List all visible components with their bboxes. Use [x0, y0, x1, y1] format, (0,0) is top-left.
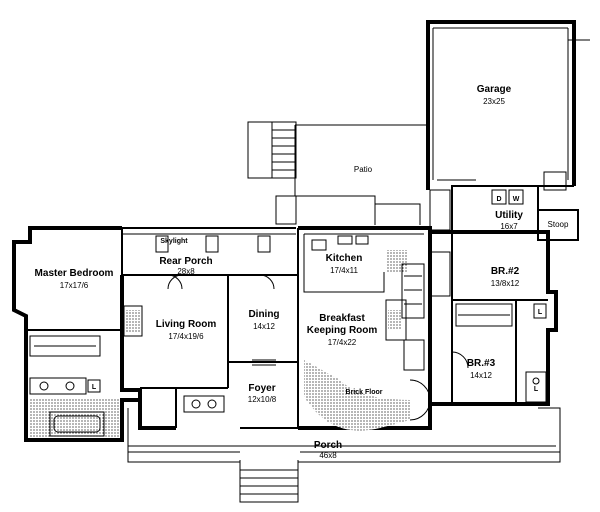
breakfast-dims: 17/4x22	[328, 338, 357, 347]
kitchen-dims: 17/4x11	[330, 266, 358, 275]
porch-dims: 46x8	[319, 451, 337, 460]
utility-label: Utility	[495, 210, 523, 221]
br2-dims: 13/8x12	[491, 279, 520, 288]
breakfast-label-2: Keeping Room	[307, 325, 378, 336]
garage-dims: 23x25	[483, 97, 505, 106]
washer-label: W	[513, 196, 520, 203]
rear-porch-label: Rear Porch	[159, 256, 212, 267]
garage-area	[426, 20, 590, 190]
patio-stairs	[271, 122, 296, 178]
br2-label: BR.#2	[491, 266, 520, 277]
master-bedroom-label: Master Bedroom	[35, 268, 114, 279]
main-living-block	[120, 274, 298, 428]
linen-label-br3: L	[534, 386, 539, 393]
utility-dims: 16x7	[500, 222, 518, 231]
kitchen-breakfast-block	[297, 226, 432, 431]
master-bedroom-dims: 17x17/6	[60, 281, 89, 290]
patio-area	[247, 121, 428, 225]
garage-label: Garage	[477, 84, 512, 95]
kitchen-label: Kitchen	[326, 253, 363, 264]
skylight-label: Skylight	[160, 238, 188, 245]
br3-dims: 14x12	[470, 371, 492, 380]
bedroom-wing	[429, 230, 558, 406]
foyer-dims: 12x10/8	[248, 395, 277, 404]
master-wing	[12, 226, 140, 442]
linen-label-master: L	[92, 384, 97, 391]
living-room-label: Living Room	[156, 319, 217, 330]
dryer-label: D	[496, 196, 501, 203]
br3-label: BR.#3	[467, 358, 496, 369]
dining-dims: 14x12	[253, 322, 275, 331]
living-room-dims: 17/4x19/6	[168, 332, 204, 341]
rear-porch-dims: 28x8	[177, 267, 195, 276]
foyer-label: Foyer	[248, 383, 275, 394]
breakfast-label-1: Breakfast	[319, 313, 365, 324]
porch-label: Porch	[314, 440, 342, 451]
stoop-label: Stoop	[548, 220, 569, 229]
front-porch-area	[127, 400, 561, 503]
brick-floor-label: Brick Floor	[346, 389, 383, 396]
linen-label-br2: L	[538, 309, 543, 316]
patio-label: Patio	[354, 165, 373, 174]
dining-label: Dining	[248, 309, 279, 320]
